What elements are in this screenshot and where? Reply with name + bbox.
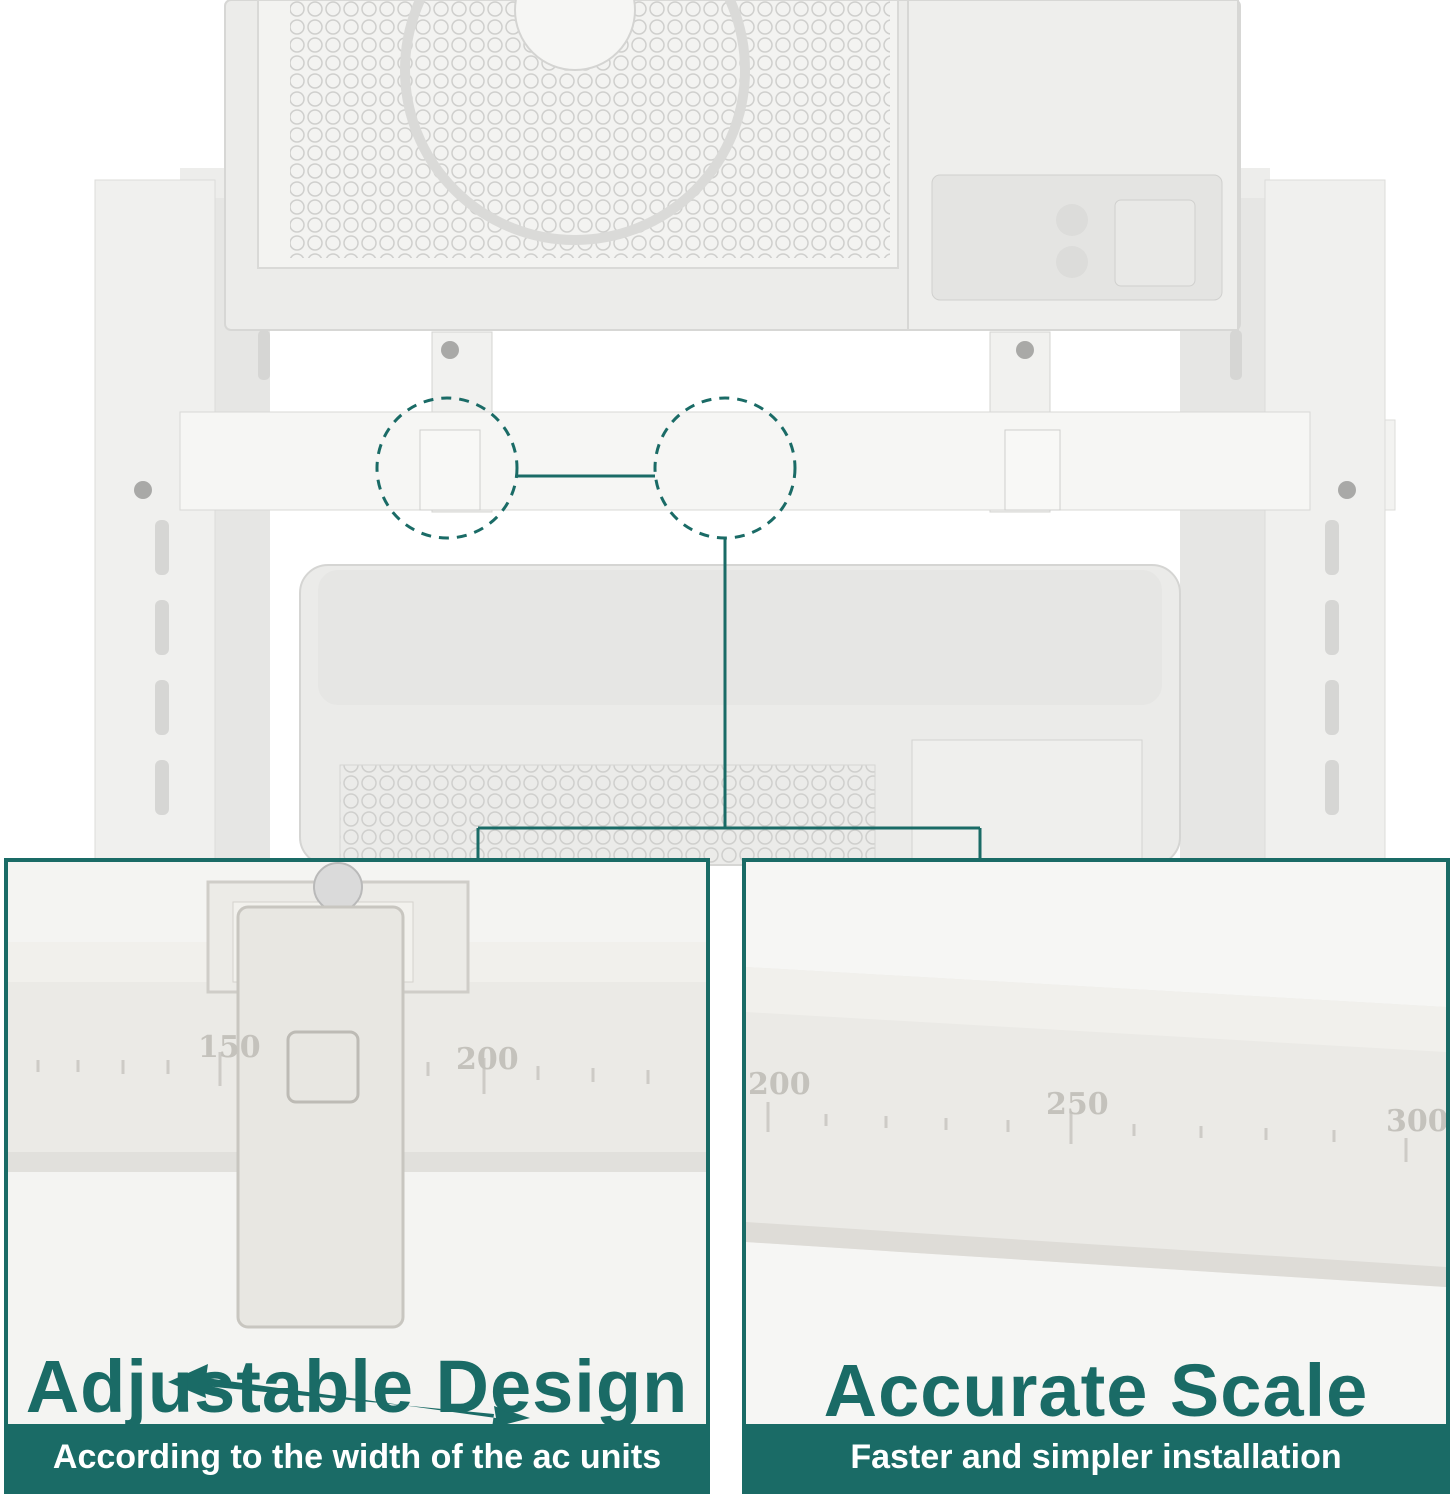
adjustable-bracket-closeup <box>8 862 706 1490</box>
front-frame <box>94 179 1396 861</box>
callout-connectors <box>375 396 982 858</box>
scale-label: 200 <box>748 1067 811 1102</box>
scale-label: 200 <box>456 1042 519 1077</box>
scale-label: 150 <box>198 1030 261 1065</box>
scale-label: 300 <box>1386 1104 1449 1139</box>
headline-adjustable-design: Adjustable Design <box>25 1345 689 1428</box>
caption-installation: Faster and simpler installation <box>746 1424 1446 1490</box>
scale-label: 250 <box>1046 1087 1109 1122</box>
caption-ac-width: According to the width of the ac units <box>8 1424 706 1490</box>
upper-ac-unit <box>224 0 1241 331</box>
headline-accurate-scale: Accurate Scale <box>823 1349 1369 1432</box>
lower-ac-unit <box>299 564 1181 866</box>
scale-bar-closeup <box>746 862 1446 1490</box>
adjustable-design-panel: 150 200 Adjustable Design According to t… <box>4 858 710 1494</box>
dashed-circle-icon <box>375 396 519 540</box>
double-arrow-icon <box>168 1364 530 1428</box>
accurate-scale-panel: 200 250 300 Accurate Scale Faster and si… <box>742 858 1450 1494</box>
